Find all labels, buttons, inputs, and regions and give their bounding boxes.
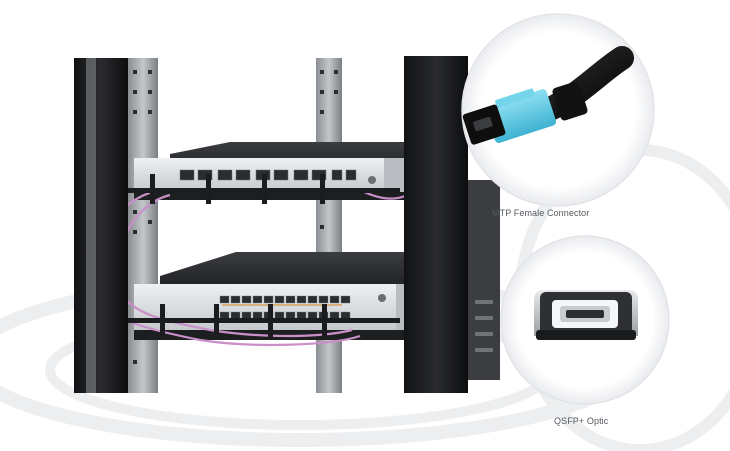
- upper-switch: [134, 142, 424, 200]
- lower-switch: [134, 252, 450, 340]
- mtp-connector-caption: MTP Female Connector: [492, 208, 590, 218]
- fs-logo-icon: [378, 294, 386, 302]
- qsfp-optic-caption: QSFP+ Optic: [554, 416, 609, 426]
- qsfp-optic-closeup: [500, 235, 670, 405]
- mtp-connector-closeup: [461, 13, 655, 207]
- fs-logo-icon: [368, 176, 376, 184]
- cable-managers: [100, 174, 400, 338]
- rack-frame-front: [74, 56, 500, 393]
